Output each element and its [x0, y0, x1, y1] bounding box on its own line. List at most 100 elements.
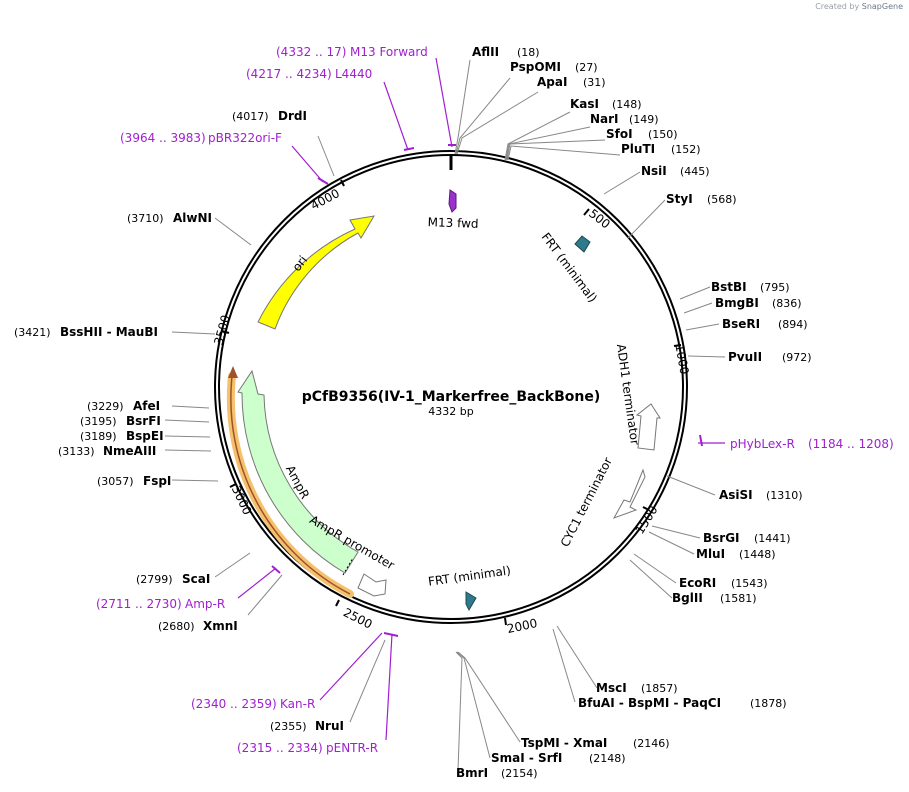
enzyme-XmnI[interactable]: (2680)XmnI	[158, 619, 238, 633]
enzyme-NarI[interactable]: NarI (149)	[590, 112, 659, 126]
enzyme-BmrI[interactable]: BmrI (2154)	[456, 766, 538, 780]
svg-text:BspEI: BspEI	[126, 429, 164, 443]
svg-text:(2340 .. 2359): (2340 .. 2359)	[191, 697, 277, 711]
svg-text:BmrI: BmrI	[456, 766, 488, 780]
enzyme-DrdI[interactable]: (4017)DrdI	[232, 109, 307, 123]
svg-text:PvuII: PvuII	[728, 350, 762, 364]
feature-ori: ori	[257, 215, 375, 330]
svg-text:(2146): (2146)	[633, 737, 670, 750]
svg-text:AfeI: AfeI	[133, 399, 160, 413]
svg-text:(3133): (3133)	[58, 445, 95, 458]
svg-text:ApaI: ApaI	[537, 75, 567, 89]
tick-1500: 1500	[633, 503, 661, 536]
svg-text:(3229): (3229)	[87, 400, 124, 413]
enzyme-MluI[interactable]: MluI(1448)	[696, 547, 776, 561]
enzyme-PluTI[interactable]: PluTI (152)	[621, 142, 701, 156]
svg-text:SfoI: SfoI	[606, 127, 633, 141]
primer-pENTR-R[interactable]: (2315 .. 2334)pENTR-R	[237, 741, 378, 755]
svg-text:PluTI: PluTI	[621, 142, 655, 156]
svg-text:(2154): (2154)	[501, 767, 538, 780]
primer-pHybLex-R[interactable]: pHybLex-R(1184 .. 1208)	[730, 437, 894, 451]
svg-text:(836): (836)	[772, 297, 802, 310]
primer-M13-Forward[interactable]: (4332 .. 17)M13 Forward	[276, 45, 428, 59]
enzyme-AsiSI[interactable]: AsiSI(1310)	[719, 488, 803, 502]
enzyme-AfeI[interactable]: (3229) AfeI	[87, 399, 160, 413]
svg-text:(3195): (3195)	[80, 415, 117, 428]
enzyme-AflII[interactable]: AflII(18)	[472, 45, 540, 59]
enzyme-BglII[interactable]: BglII(1581)	[672, 591, 757, 605]
feature-cyc1-terminator: CYC1 terminator	[558, 455, 646, 549]
enzyme-BseRI[interactable]: BseRI (894)	[722, 317, 808, 331]
enzyme-BstBI[interactable]: BstBI(795)	[711, 280, 790, 294]
svg-text:(3710): (3710)	[127, 212, 164, 225]
tick-2000: 2000	[504, 616, 539, 636]
primer-L4440[interactable]: (4217 .. 4234)L4440	[246, 67, 372, 81]
svg-text:MluI: MluI	[696, 547, 725, 561]
svg-text:MscI: MscI	[596, 681, 627, 695]
enzyme-ApaI[interactable]: ApaI (31)	[537, 75, 606, 89]
feature-adh1-terminator: ADH1 terminator	[614, 343, 661, 451]
enzyme-NsiI[interactable]: NsiI (445)	[641, 164, 710, 178]
enzyme-BfuAI-BspMI-PaqCI[interactable]: BfuAI - BspMI - PaqCI(1878)	[578, 696, 787, 710]
svg-text:(3057): (3057)	[97, 475, 134, 488]
enzyme-StyI[interactable]: StyI(568)	[666, 192, 737, 206]
svg-text:(1857): (1857)	[641, 682, 678, 695]
svg-text:(4332 .. 17): (4332 .. 17)	[276, 45, 346, 59]
feature-ampr-highlight	[226, 366, 354, 598]
credit-prefix: Created by	[815, 2, 860, 11]
tick-1000: 1000	[672, 343, 691, 376]
tick-3500: 3500	[211, 313, 232, 346]
svg-text:XmnI: XmnI	[203, 619, 238, 633]
tick-label-500: 500	[586, 206, 613, 231]
svg-text:(2315 .. 2334): (2315 .. 2334)	[237, 741, 323, 755]
enzyme-BspEI[interactable]: (3189)BspEI	[80, 429, 164, 443]
enzyme-PspOMI[interactable]: PspOMI(27)	[510, 60, 598, 74]
feature-label-frt-bottom: FRT (minimal)	[427, 563, 511, 588]
svg-text:(31): (31)	[583, 76, 606, 89]
snapgene-logo: SnapGene	[861, 2, 903, 11]
svg-text:(1441): (1441)	[754, 532, 791, 545]
svg-text:(148): (148)	[612, 98, 642, 111]
primer-pBR322ori-F[interactable]: (3964 .. 3983)pBR322ori-F	[120, 131, 282, 145]
svg-text:(2711 .. 2730): (2711 .. 2730)	[96, 597, 182, 611]
enzyme-EcoRI[interactable]: EcoRI (1543)	[679, 576, 768, 590]
enzyme-BmgBI[interactable]: BmgBI(836)	[715, 296, 802, 310]
svg-text:BstBI: BstBI	[711, 280, 747, 294]
svg-text:AlwNI: AlwNI	[173, 211, 212, 225]
svg-text:EcoRI: EcoRI	[679, 576, 716, 590]
enzyme-MscI[interactable]: MscI (1857)	[596, 681, 678, 695]
svg-text:DrdI: DrdI	[278, 109, 307, 123]
svg-text:(445): (445)	[680, 165, 710, 178]
svg-text:(3421): (3421)	[14, 326, 51, 339]
enzyme-AlwNI[interactable]: (3710) AlwNI	[127, 211, 212, 225]
svg-text:KasI: KasI	[570, 97, 599, 111]
svg-text:(2799): (2799)	[136, 573, 173, 586]
tick-label-4000: 4000	[308, 186, 342, 213]
primer-Amp-R[interactable]: (2711 .. 2730)Amp-R	[96, 597, 225, 611]
enzyme-ScaI[interactable]: (2799)ScaI	[136, 572, 210, 586]
plasmid-name: pCfB9356(IV-1_Markerfree_BackBone)	[302, 389, 600, 405]
svg-text:NarI: NarI	[590, 112, 619, 126]
svg-text:NsiI: NsiI	[641, 164, 667, 178]
enzyme-BsrFI[interactable]: (3195)BsrFI	[80, 414, 161, 428]
svg-text:(152): (152)	[671, 143, 701, 156]
enzyme-SmaI-SrfI[interactable]: SmaI - SrfI(2148)	[491, 751, 626, 765]
enzyme-PvuII[interactable]: PvuII(972)	[728, 350, 812, 364]
enzyme-BsrGI[interactable]: BsrGI(1441)	[703, 531, 791, 545]
svg-text:(149): (149)	[629, 113, 659, 126]
enzyme-FspI[interactable]: (3057)FspI	[97, 474, 171, 488]
enzyme-KasI[interactable]: KasI (148)	[570, 97, 642, 111]
primer-Kan-R[interactable]: (2340 .. 2359)Kan-R	[191, 697, 315, 711]
svg-text:(1581): (1581)	[720, 592, 757, 605]
svg-text:(18): (18)	[517, 46, 540, 59]
enzyme-SfoI[interactable]: SfoI(150)	[606, 127, 678, 141]
enzyme-BssHII-MauBI[interactable]: (3421)BssHII - MauBI	[14, 325, 158, 339]
enzyme-NmeAIII[interactable]: (3133) NmeAIII	[58, 444, 156, 458]
svg-text:(1543): (1543)	[731, 577, 768, 590]
svg-text:(894): (894)	[778, 318, 808, 331]
enzyme-NruI[interactable]: (2355)NruI	[270, 719, 344, 733]
svg-text:NmeAIII: NmeAIII	[103, 444, 156, 458]
svg-text:BseRI: BseRI	[722, 317, 760, 331]
enzyme-TspMI-XmaI[interactable]: TspMI - XmaI(2146)	[521, 736, 670, 750]
